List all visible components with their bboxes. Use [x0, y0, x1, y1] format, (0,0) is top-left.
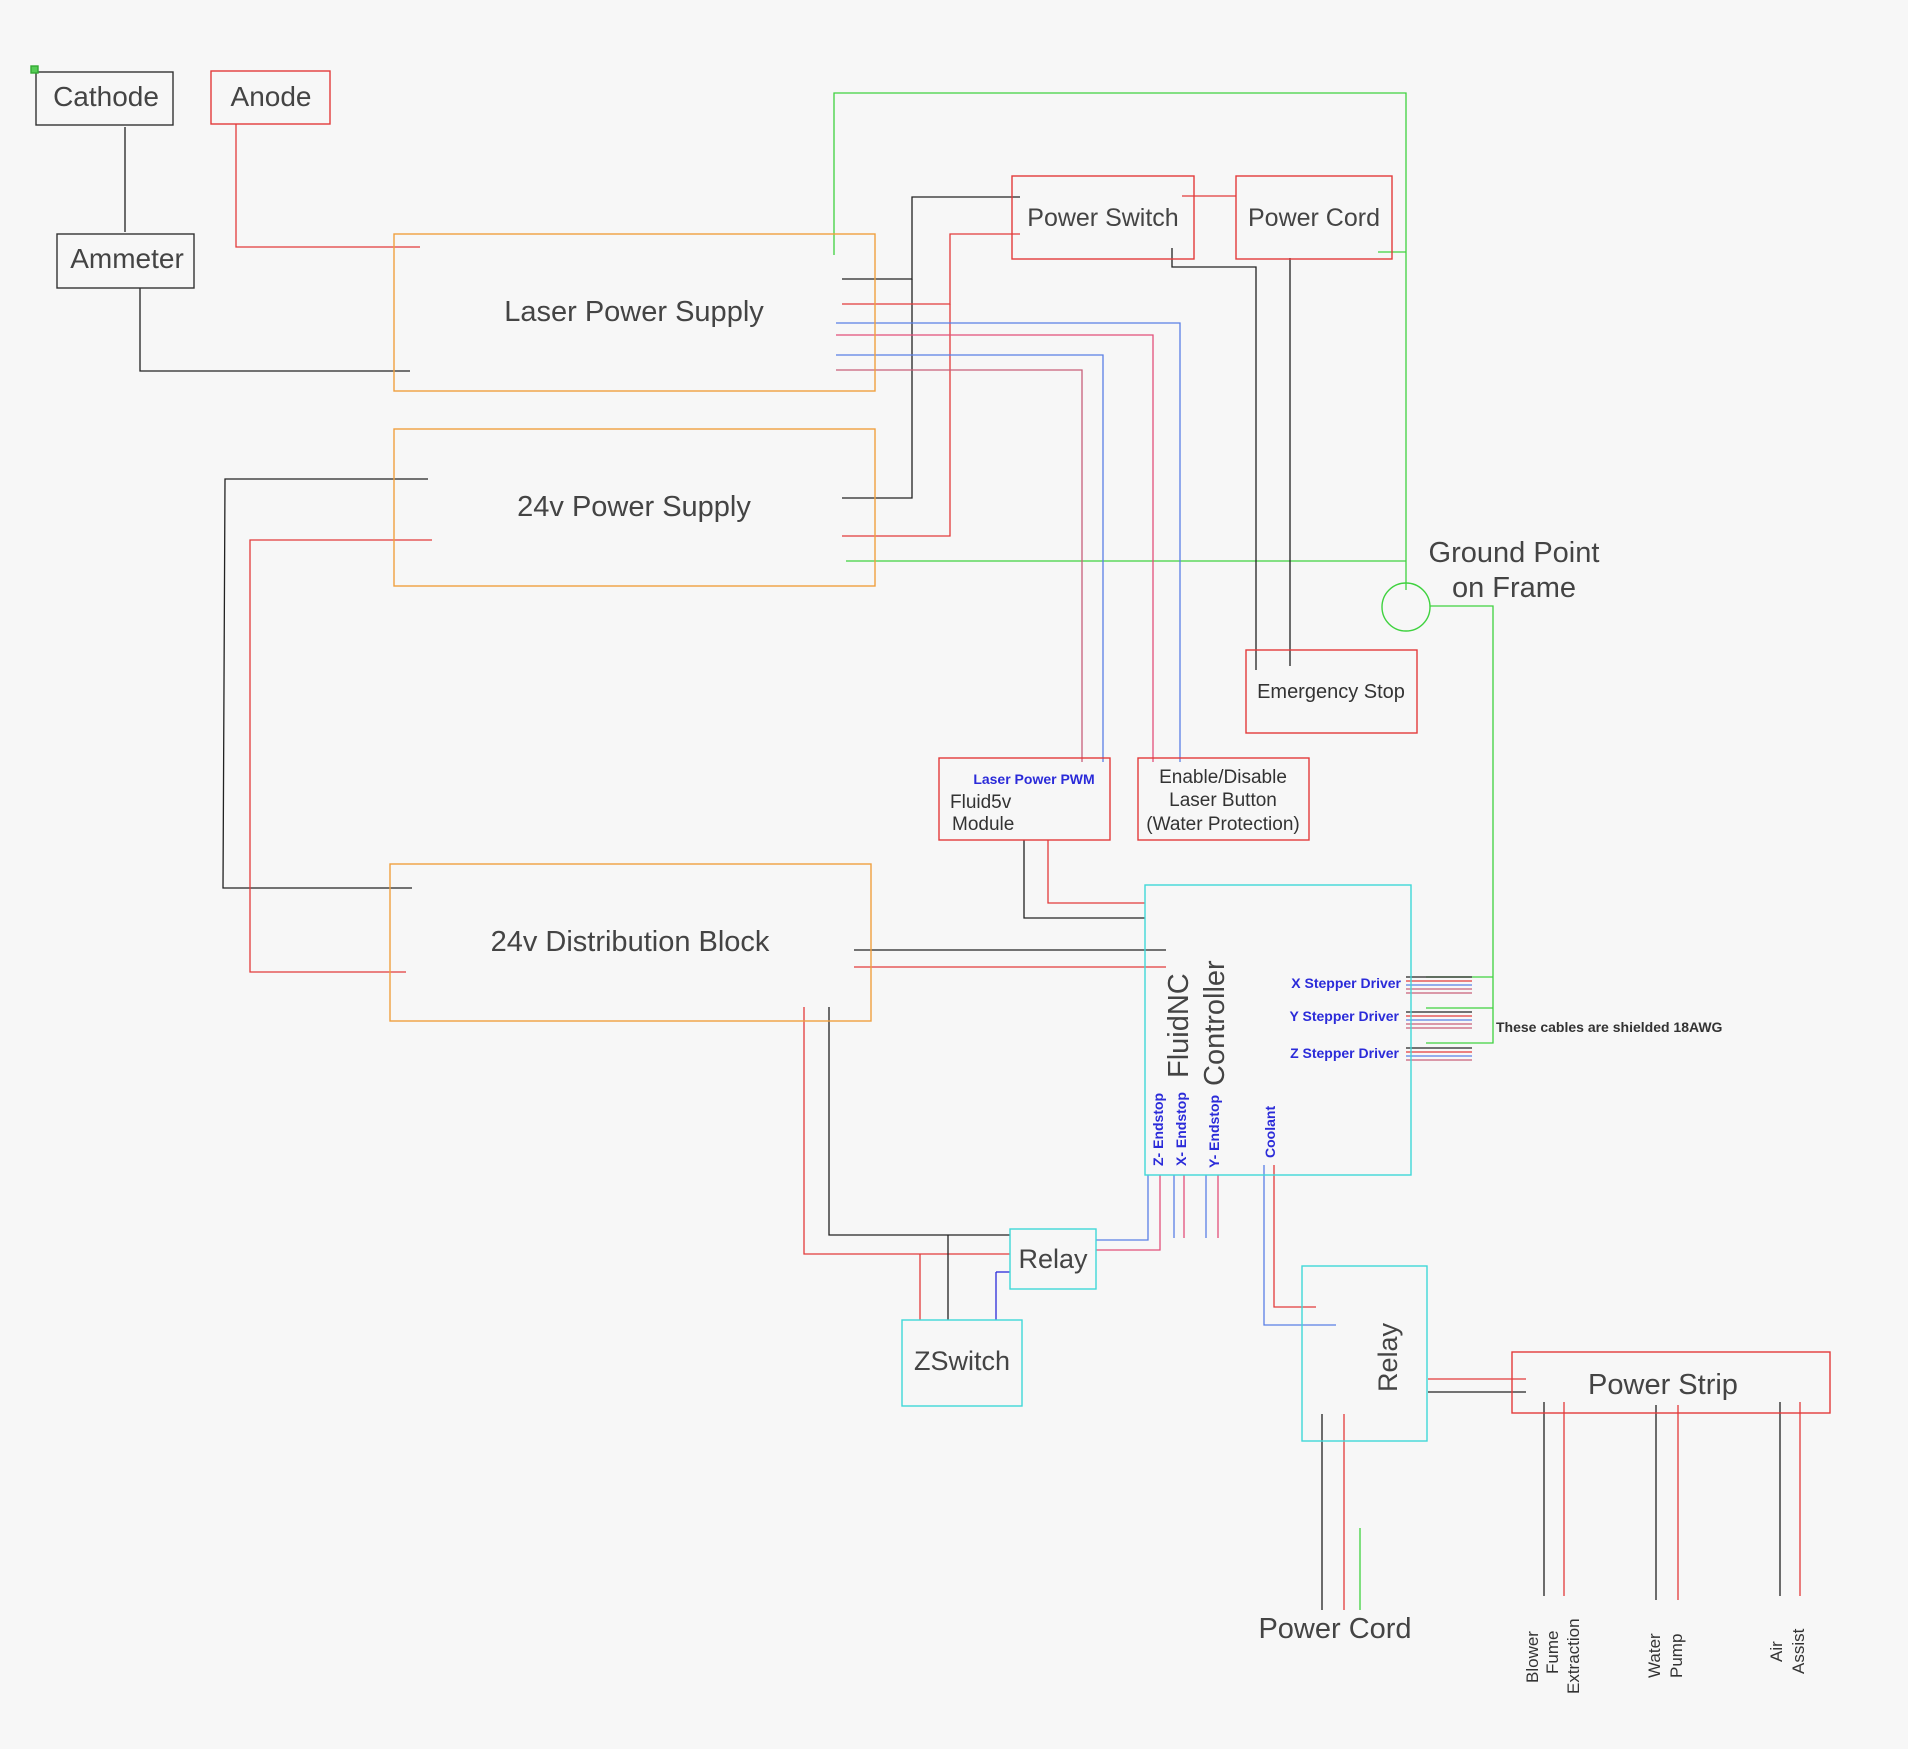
cathode-box [35, 71, 174, 126]
wire-lps-pwm-blue [836, 354, 1104, 762]
relay-right-box [1301, 1265, 1428, 1442]
controller-label-1: FluidNC [1163, 973, 1195, 1078]
shielded-note: These cables are shielded 18AWG [1496, 1019, 1723, 1035]
distribution-block-box [389, 863, 872, 1022]
emergency-stop-box [1245, 649, 1418, 734]
x-stepper-label: X Stepper Driver [1291, 975, 1401, 991]
emergency-stop-label: Emergency Stop [1257, 681, 1405, 703]
air-label-1: Air [1767, 1641, 1786, 1662]
ground-point-label-2: on Frame [1452, 572, 1576, 604]
power-cord-top-label: Power Cord [1248, 204, 1380, 232]
wire-ammeter-lps [139, 288, 410, 372]
power-strip-label: Power Strip [1588, 1369, 1738, 1401]
wire-switch-lps-red [842, 233, 1020, 305]
z-stepper-label: Z Stepper Driver [1290, 1045, 1399, 1061]
cathode-label: Cathode [53, 81, 159, 112]
wire-zend-blue [1096, 1175, 1149, 1241]
wire-anode-lps [235, 124, 420, 248]
wire-fluid5v-black [1023, 840, 1145, 919]
zswitch-box [901, 1319, 1023, 1407]
laser-power-supply-box [393, 233, 876, 392]
wire-switch-lps-black [842, 196, 1020, 280]
anode-box [210, 70, 331, 125]
wire-switch-24v-black [842, 279, 913, 499]
y-stepper-label: Y Stepper Driver [1290, 1008, 1400, 1024]
enable-label-3: (Water Protection) [1146, 814, 1299, 835]
corner-marker [30, 65, 39, 74]
x-endstop-label: X- Endstop [1173, 1092, 1189, 1166]
power-strip-box [1511, 1351, 1831, 1414]
relay-left-box [1009, 1228, 1097, 1290]
controller-label-2: Controller [1199, 960, 1231, 1086]
fluid5v-box [938, 757, 1111, 841]
wire-ground-shield [1426, 605, 1494, 1044]
wire-lps-pwm-red [836, 369, 1083, 762]
pump-label-2: Pump [1667, 1634, 1686, 1678]
wire-fluid5v-red [1047, 840, 1145, 904]
controller-box [1144, 884, 1412, 1176]
wire-24v-dist-red [249, 539, 432, 973]
wire-coolant-blue [1263, 1165, 1336, 1326]
wire-lps-enable-blue [836, 322, 1181, 762]
power-switch-label: Power Switch [1027, 204, 1178, 232]
stepper-cables [1406, 976, 1472, 1061]
coolant-label: Coolant [1262, 1106, 1278, 1158]
fluid5v-label-1: Fluid5v [950, 792, 1012, 813]
zswitch-label: ZSwitch [914, 1346, 1010, 1376]
wire-ground-top [833, 92, 1407, 590]
wire-coolant-red [1273, 1165, 1316, 1308]
wire-dist-relay-black [828, 1007, 1010, 1236]
fluid5v-pwm-label: Laser Power PWM [973, 771, 1094, 787]
relay-left-label: Relay [1018, 1244, 1088, 1274]
fluid5v-label-2: Module [952, 814, 1014, 835]
anode-label: Anode [231, 81, 312, 112]
power-supply-24v-box [393, 428, 876, 587]
wire-24v-dist-black [222, 478, 428, 889]
enable-label-2: Laser Button [1169, 790, 1277, 811]
enable-label-1: Enable/Disable [1159, 767, 1287, 788]
ammeter-label: Ammeter [70, 243, 184, 274]
ground-point-circle [1381, 582, 1431, 632]
wire-switch-estop [1171, 248, 1257, 670]
relay-right-label: Relay [1373, 1322, 1403, 1392]
blower-label-1: Blower [1523, 1631, 1542, 1683]
wire-lps-enable-red [836, 334, 1154, 762]
enable-button-box [1137, 757, 1310, 841]
y-endstop-label: Y- Endstop [1206, 1095, 1222, 1168]
wire-dist-relay-red [803, 1007, 1010, 1255]
ammeter-box [56, 233, 195, 289]
laser-power-supply-label: Laser Power Supply [504, 296, 764, 328]
ground-point-label-1: Ground Point [1429, 537, 1600, 569]
distribution-block-label: 24v Distribution Block [491, 926, 770, 958]
blower-label-3: Extraction [1564, 1618, 1583, 1694]
power-switch-box [1011, 175, 1195, 260]
z-endstop-label: Z- Endstop [1150, 1093, 1166, 1166]
wire-zend-red [1096, 1175, 1161, 1251]
power-supply-24v-label: 24v Power Supply [517, 491, 751, 523]
power-cord-bottom-label: Power Cord [1258, 1613, 1411, 1645]
air-label-2: Assist [1789, 1628, 1808, 1674]
wire-switch-24v-red [842, 304, 951, 537]
power-cord-top-box [1235, 175, 1393, 260]
blower-label-2: Fume [1543, 1631, 1562, 1674]
pump-label-1: Water [1645, 1633, 1664, 1678]
